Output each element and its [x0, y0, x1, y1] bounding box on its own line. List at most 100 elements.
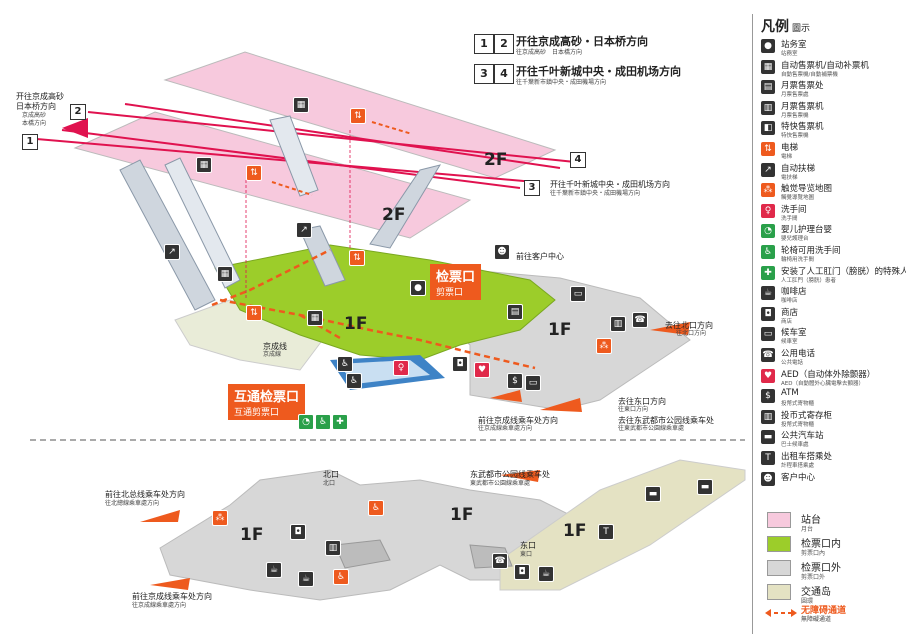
- accessible-toilet-icon: ♿: [333, 569, 349, 585]
- route-12-sub: 往京成高砂 日本橋方向: [516, 49, 583, 56]
- pass-office-icon: ▤: [761, 80, 775, 95]
- legend-item-label: 公用电话: [781, 349, 816, 359]
- legend-item-sublabel: 輪椅用洗手間: [781, 257, 815, 263]
- accessible-toilet-icon: ♿: [761, 245, 775, 259]
- swatch-island-l2: 圓環: [801, 598, 814, 605]
- barrier-free-l2: 無障礙通道: [801, 616, 832, 623]
- bus-icon: ▬: [697, 479, 713, 495]
- route-12-title: 开往京成高砂・日本桥方向: [516, 35, 648, 48]
- keisei-platform-dir-l1: 前往京成线乘车处方向: [478, 416, 558, 425]
- floor-1f-lower-right: 1F: [563, 521, 587, 541]
- left-dir-l2: 日本桥方向: [16, 102, 56, 111]
- swatch-platform: [767, 512, 791, 528]
- arrow-keisei: [490, 390, 522, 402]
- arrow-east-exit: [540, 398, 582, 412]
- north-exit-dir-l2: 往北口方向: [676, 330, 707, 337]
- east-exit-dir-l2: 往東口方向: [618, 406, 649, 413]
- ticket-machine-icon: ▦: [307, 310, 323, 326]
- legend-item-label: 公共汽车站: [781, 431, 824, 442]
- ticket-gate-label: 检票口剪票口: [430, 264, 482, 300]
- legend-item-label: 特快售票机: [781, 122, 824, 133]
- ticket-machine-icon: ▦: [293, 97, 309, 113]
- ostomate-icon: ✚: [332, 414, 348, 430]
- legend-item: ▦ 自动售票机/自动补票机自動售票機/自動補票機: [761, 59, 903, 81]
- rail-track-2b: [124, 103, 561, 169]
- legend-item-sublabel: 月票售票機: [781, 112, 809, 119]
- east-exit-dir-l1: 去往东口方向: [618, 397, 666, 406]
- legend-item-label: 安装了人工肛门（膀胱）的特殊人群: [781, 266, 906, 277]
- legend-item-label: 月票售票机: [781, 101, 824, 112]
- legend-item-sublabel: 投幣式寄物櫃: [781, 401, 815, 408]
- tobu-dir-l2: 往東武都市公園線乘車處: [618, 425, 685, 432]
- ticket-machine-icon: ▦: [761, 59, 775, 74]
- floor-1f-lower-left: 1F: [240, 525, 264, 545]
- arrow-keisei-lower: [150, 578, 190, 590]
- pass-machine-icon: ▥: [761, 100, 775, 115]
- swatch-platform-l1: 站台: [801, 515, 821, 526]
- legend-item-sublabel: 咖啡店: [781, 298, 798, 305]
- legend-item-label: 咖啡店: [781, 287, 807, 298]
- legend-item-label: 商店: [781, 307, 799, 318]
- keisei-line-l1: 京成线: [263, 342, 287, 351]
- elevator-icon: ⇅: [761, 142, 775, 156]
- floor-1f-lower-mid: 1F: [450, 505, 474, 525]
- tobu-platform-l2: 東武都市公園線乘車處: [470, 480, 531, 487]
- legend-item-label: 客户中心: [781, 472, 816, 483]
- baby-care-icon: ◔: [298, 414, 314, 430]
- escalator-shaft-left2: [164, 157, 241, 289]
- ticket-machine-icon: ▦: [217, 266, 233, 282]
- tactile-map-icon: ⁂: [212, 510, 228, 526]
- accessible-toilet-icon: ♿: [315, 414, 331, 430]
- route-34-title: 开往千叶新城中央・成田机场方向: [516, 65, 681, 78]
- legend-item-label: 电梯: [781, 143, 799, 153]
- track-right-3: 3: [524, 180, 540, 196]
- cafe-icon: ☕: [266, 562, 282, 578]
- accessible-toilet-icon: ♿: [368, 500, 384, 516]
- legend-item-sublabel: 自動售票機/自動補票機: [781, 71, 838, 78]
- escalator-shaft-mid: [299, 225, 346, 287]
- rail-track-1: [24, 137, 536, 183]
- legend-item: ♥AED（自动体外除颤器）AED（自動體外心臟電擊去顫器）: [761, 368, 903, 390]
- floor-2f-lower: 2F: [382, 205, 406, 225]
- swatch-platform-l2: 月台: [801, 526, 814, 533]
- cafe-icon: ☕: [761, 286, 775, 301]
- legend-item-label: 候车室: [781, 328, 807, 339]
- left-dir-l3: 京成高砂: [22, 112, 47, 119]
- customer-center-icon: ☻: [761, 471, 775, 486]
- legend-item: ♿ 轮椅可用洗手间輪椅用洗手間: [761, 244, 903, 266]
- east-exit-l1: 东口: [520, 541, 536, 550]
- ticket-machine-icon: ▦: [196, 157, 212, 173]
- legend-item-sublabel: 嬰兒護理台: [781, 236, 809, 243]
- legend-item-sublabel: 候車室: [781, 339, 798, 346]
- legend-item-label: AED（自动体外除颤器）: [781, 369, 876, 380]
- legend-item: ◧特快售票机特快售票機: [761, 120, 903, 142]
- keisei-line-l2: 京成線: [263, 351, 282, 358]
- shop-icon: ◘: [290, 524, 306, 540]
- arrow-north-exit: [650, 322, 690, 335]
- express-ticket-icon: ◧: [761, 121, 775, 136]
- floor-2f-upper: 2F: [484, 150, 508, 170]
- legend-item: ☕ 咖啡店咖啡店: [761, 285, 903, 307]
- legend-item-sublabel: 觸覺導覽地圖: [781, 195, 815, 202]
- swatch-outside-l2: 剪票口外: [801, 574, 826, 581]
- legend-item-sublabel: 公共電話: [781, 360, 804, 366]
- aed-icon: ♥: [474, 362, 490, 378]
- track-badge-3: 3: [474, 64, 494, 84]
- legend-item-label: 轮椅可用洗手间: [781, 246, 841, 256]
- legend-item-sublabel: 人工肛門（膀胱）患者: [781, 277, 837, 284]
- legend-item-label: 自动售票机/自动补票机: [781, 60, 869, 71]
- legend-item-sublabel: 站務室: [781, 51, 798, 57]
- legend-item: ▭候车室候車室: [761, 326, 903, 348]
- legend-item: ▥投币式寄存柜投幣式寄物櫃: [761, 409, 903, 431]
- legend-item-label: 洗手间: [781, 204, 807, 215]
- legend-item: ▤月票售票处月票售票處: [761, 79, 903, 101]
- escalator-shaft-up: [269, 115, 319, 197]
- elevator-icon: ⇅: [246, 305, 262, 321]
- tactile-map-icon: ⁂: [596, 338, 612, 354]
- bus-icon: ▬: [645, 486, 661, 502]
- escalator-shaft-left: [119, 159, 216, 311]
- concourse-pale: [174, 299, 331, 371]
- legend-item-sublabel: 洗手間: [781, 215, 798, 222]
